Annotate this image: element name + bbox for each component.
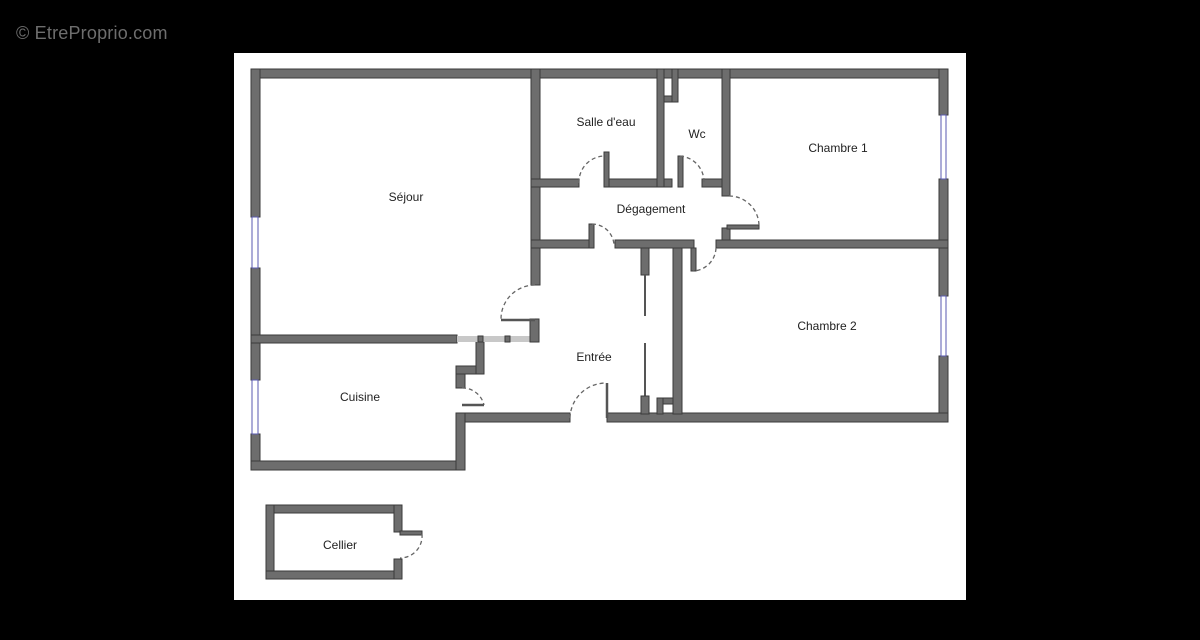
wall-placard-top <box>640 247 650 276</box>
door-swing-wc <box>679 155 705 184</box>
floorplan-panel: Séjour Salle d'eau Wc Chambre 1 Dégageme… <box>234 53 966 600</box>
watermark: © EtreProprio.com <box>16 23 168 43</box>
wall-duct-left <box>656 397 664 415</box>
window-chambre-2 <box>940 295 947 357</box>
wall-chambre1-chambre2 <box>715 239 949 249</box>
wall-right-1 <box>938 68 949 116</box>
door-swing-degagement <box>591 223 615 247</box>
wall-right-3 <box>938 355 949 423</box>
room-label-cuisine: Cuisine <box>340 390 380 404</box>
room-label-chambre-1: Chambre 1 <box>808 141 868 155</box>
chambre2-door-leaf <box>690 247 697 272</box>
door-swing-cellier <box>399 533 423 559</box>
door-swing-chambre2 <box>692 247 717 272</box>
door-swing-entree <box>569 382 607 419</box>
room-label-entree: Entrée <box>576 350 612 364</box>
window-cuisine <box>251 379 259 435</box>
window-sejour <box>251 216 259 269</box>
door-swing-cuisine <box>461 387 485 406</box>
wall-cellier-right-lower <box>393 558 403 580</box>
wall-left-upper <box>250 68 261 218</box>
room-label-sejour: Séjour <box>389 190 424 204</box>
wall-wc-chambre1 <box>721 68 731 197</box>
door-swing-sejour <box>500 284 536 320</box>
door-swing-sde <box>578 155 607 184</box>
wall-sde-wc <box>656 68 665 188</box>
wall-cellier-bottom <box>265 570 403 580</box>
sde-door-leaf <box>603 151 610 188</box>
wall-cuisine-right-lower <box>455 412 466 471</box>
wall-cellier-left <box>265 504 275 580</box>
door-swing-chambre1 <box>728 195 760 227</box>
wall-left-mid <box>250 267 261 381</box>
wall-entree-chambre2 <box>672 247 683 415</box>
room-label-cellier: Cellier <box>323 538 357 552</box>
room-label-wc: Wc <box>688 127 705 141</box>
room-label-degagement: Dégagement <box>617 202 686 216</box>
wall-cuisine-step-v <box>475 339 485 375</box>
cellier-door-leaf <box>399 530 423 536</box>
room-label-chambre-2: Chambre 2 <box>797 319 857 333</box>
window-chambre-1 <box>940 114 947 180</box>
wall-sejour-door-jamb <box>529 318 540 343</box>
wall-entree-left <box>530 247 541 286</box>
wall-post <box>504 335 511 343</box>
wall-top <box>250 68 949 79</box>
wall-bottom-entree <box>455 412 571 423</box>
wall-right-2 <box>938 178 949 297</box>
wall-post <box>477 335 484 343</box>
deg-door-leaf <box>588 223 595 249</box>
wall-sejour-cuisine <box>250 334 458 344</box>
wall-cellier-top <box>265 504 403 514</box>
wall-deg-bottom-mid <box>614 239 695 249</box>
wall-sde-bottom-left <box>530 178 580 188</box>
wall-cellier-right-upper <box>393 504 403 533</box>
wall-light-segment <box>457 336 537 342</box>
wall-deg-bottom-left <box>530 239 592 249</box>
wall-bottom-cuisine <box>250 460 466 471</box>
wall-wc-duct <box>671 68 679 103</box>
wall-placard-bottom <box>640 395 650 415</box>
chambre1-door-leaf <box>726 224 760 230</box>
wc-door-leaf <box>677 155 684 188</box>
room-label-salle-d-eau: Salle d'eau <box>576 115 635 129</box>
